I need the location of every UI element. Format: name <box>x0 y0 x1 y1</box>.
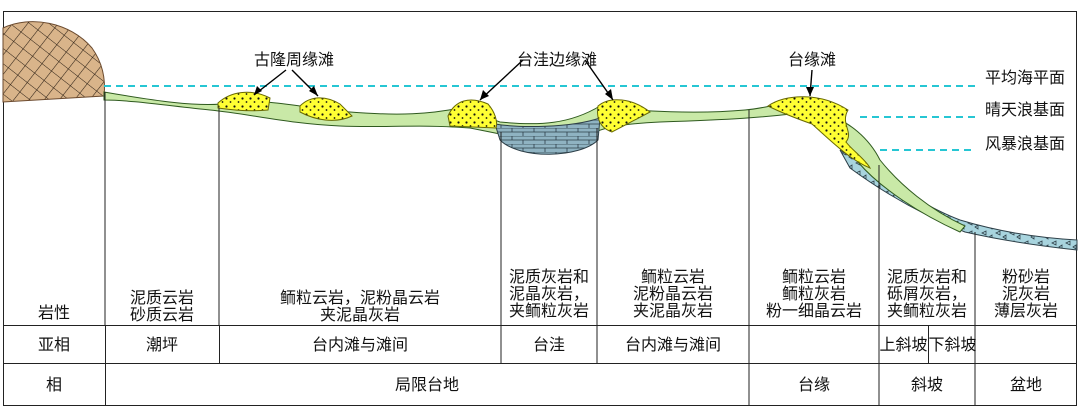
subfacies-inner-shoal-2: 台内滩与滩间 <box>624 335 721 354</box>
facies-slope: 斜坡 <box>910 375 943 394</box>
shoal-3 <box>447 99 498 129</box>
slope-upper <box>818 111 966 233</box>
lithology-depression: 泥质灰岩和 泥晶灰岩， 夹鲕粒灰岩 <box>508 267 589 320</box>
subfacies-header: 亚相 <box>37 335 70 354</box>
paleo-uplift-shoal-label: 古隆周缘滩 <box>254 50 335 69</box>
fair-weather-wave-base-label: 晴天浪基面 <box>985 100 1066 119</box>
mean-sea-level-label: 平均海平面 <box>985 68 1066 87</box>
facies-platform-margin: 台缘 <box>797 375 830 394</box>
lithology-header: 岩性 <box>37 303 70 322</box>
subfacies-inner-shoal-1: 台内滩与滩间 <box>311 335 408 354</box>
lithology-inner-shoal-1: 鲕粒云岩，泥粉晶云岩 夹泥晶灰岩 <box>279 288 440 324</box>
subfacies-depression: 台洼 <box>532 335 565 354</box>
subfacies-lower-slope: 下斜坡 <box>928 335 977 354</box>
facies-header: 相 <box>45 375 62 394</box>
shoal-1 <box>217 91 271 112</box>
shoal-2 <box>299 97 353 121</box>
lithology-basin: 粉砂岩 泥灰岩 薄层灰岩 <box>993 267 1058 320</box>
lithology-inner-shoal-2: 鲕粒云岩 泥粉晶云岩 夹泥晶灰岩 <box>632 267 713 320</box>
lithology-tidal-flat: 泥质云岩 砂质云岩 <box>129 288 194 324</box>
subfacies-tidal-flat: 潮坪 <box>145 335 178 354</box>
shoal-5 <box>767 96 872 169</box>
depression-margin-shoal-label: 台洼边缘滩 <box>517 50 598 69</box>
facies-basin: 盆地 <box>1009 375 1042 394</box>
subfacies-upper-slope: 上斜坡 <box>879 335 928 354</box>
platform-margin-shoal-label: 台缘滩 <box>788 50 837 69</box>
storm-wave-base-label: 风暴浪基面 <box>985 134 1066 153</box>
shoal-4 <box>597 99 651 133</box>
lithology-slope: 泥质灰岩和 砾屑灰岩， 夹鲕粒灰岩 <box>886 267 967 320</box>
figure-frame <box>3 11 1077 406</box>
lithology-margin: 鲕粒云岩 鲕粒灰岩 粉一细晶云岩 <box>765 267 862 320</box>
paleo-uplift <box>2 21 105 103</box>
platform-depression-fill <box>494 117 601 155</box>
facies-restricted-platform: 局限台地 <box>394 375 459 394</box>
